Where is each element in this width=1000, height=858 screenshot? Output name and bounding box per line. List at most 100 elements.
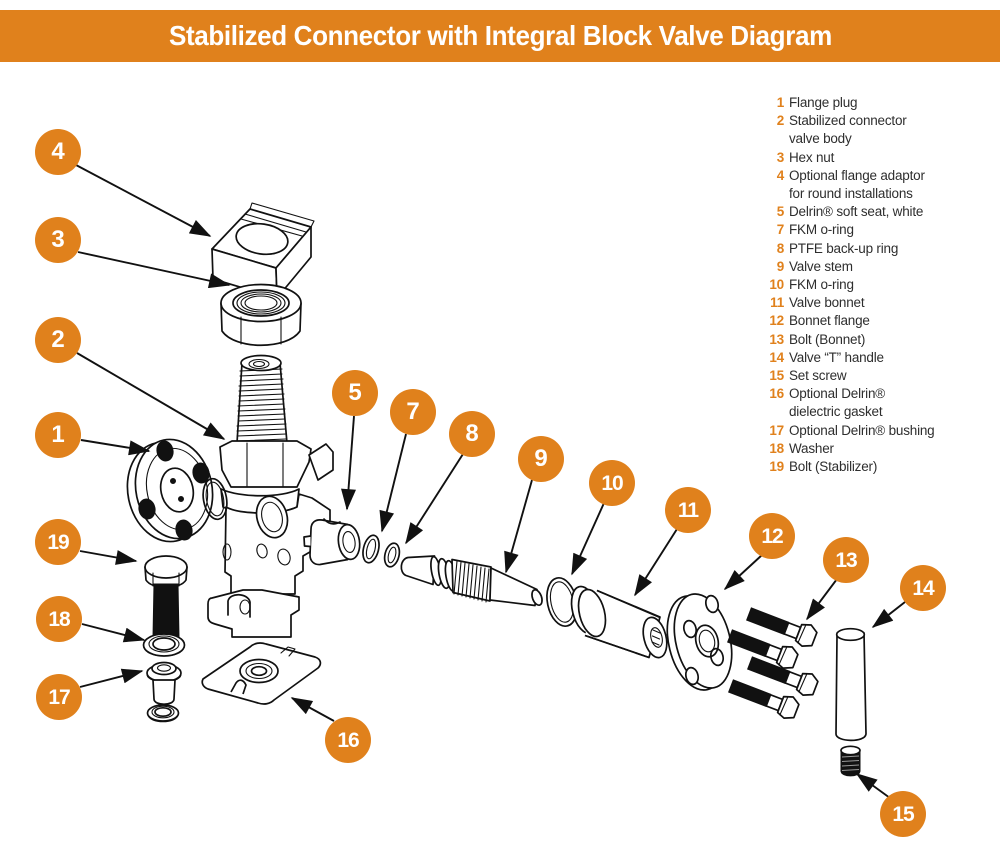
legend-number: 15 <box>769 368 784 384</box>
legend-item: 18 Washer <box>766 440 992 458</box>
part-soft-seat <box>303 518 361 566</box>
legend-label: Optional Delrin® dielectric gasket <box>789 386 886 420</box>
callout-2: 2 <box>35 317 81 363</box>
legend-number: 3 <box>776 149 785 165</box>
title-bar: Stabilized Connector with Integral Block… <box>0 10 1000 62</box>
part-washer-top <box>142 633 186 657</box>
part-t-handle <box>835 627 867 742</box>
callout-4: 4 <box>35 129 81 175</box>
leader-2 <box>76 352 226 440</box>
legend-number: 19 <box>769 459 784 475</box>
leader-10 <box>571 502 605 576</box>
legend-number: 7 <box>776 222 785 238</box>
leader-5 <box>341 415 356 511</box>
part-dielectric-gasket <box>201 642 322 705</box>
legend-number: 10 <box>769 277 784 293</box>
legend-item: 10 FKM o-ring <box>766 276 992 294</box>
legend-label: Stabilized connector valve body <box>789 113 907 147</box>
callout-14: 14 <box>900 565 946 611</box>
legend-label: Valve stem <box>789 258 853 274</box>
legend-label: Delrin® soft seat, white <box>789 204 924 220</box>
legend-label: Optional flange adaptor for round instal… <box>789 167 925 202</box>
legend-number: 16 <box>769 386 784 402</box>
leader-16 <box>290 697 335 722</box>
part-backup-ring <box>383 542 401 568</box>
legend-number: 14 <box>769 349 784 365</box>
leader-1 <box>80 439 151 456</box>
part-flange-plug <box>126 438 228 543</box>
callout-7: 7 <box>390 389 436 435</box>
legend-item: 15 Set screw <box>766 367 992 385</box>
leader-18 <box>81 623 146 643</box>
callout-9: 9 <box>518 436 564 482</box>
bonnet-bolt <box>746 607 818 647</box>
leader-4 <box>75 164 212 237</box>
legend-label: Bonnet flange <box>789 313 870 329</box>
leader-3 <box>77 251 231 289</box>
legend-label: Valve “T” handle <box>789 349 884 365</box>
leader-lines <box>75 164 906 799</box>
leader-17 <box>79 668 144 688</box>
legend-label: FKM o-ring <box>789 277 854 293</box>
legend-label: Bolt (Stabilizer) <box>789 459 878 475</box>
legend-label: Bolt (Bonnet) <box>789 331 866 347</box>
callout-12: 12 <box>749 513 795 559</box>
part-stabilizer-bolt <box>144 555 188 645</box>
callout-15: 15 <box>880 791 926 837</box>
legend-number: 11 <box>770 295 784 311</box>
legend-number: 13 <box>769 331 784 347</box>
part-valve-bonnet <box>570 585 668 659</box>
callout-16: 16 <box>325 717 371 763</box>
callout-13: 13 <box>823 537 869 583</box>
leader-9 <box>504 479 533 574</box>
legend-number: 9 <box>776 258 785 274</box>
callout-10: 10 <box>589 460 635 506</box>
leader-7 <box>379 433 407 533</box>
callout-8: 8 <box>449 411 495 457</box>
leader-11 <box>634 528 678 597</box>
legend-number: 5 <box>776 204 785 220</box>
part-valve-body <box>207 354 334 638</box>
legend-label: Flange plug <box>789 95 858 110</box>
legend-label: FKM o-ring <box>789 222 854 238</box>
callout-18: 18 <box>36 596 82 642</box>
legend-item: 19 Bolt (Stabilizer) <box>766 458 992 476</box>
legend-number: 18 <box>769 440 784 456</box>
leader-14 <box>871 601 906 628</box>
part-delrin-bushing <box>146 661 182 723</box>
legend-label: Hex nut <box>789 149 835 165</box>
part-set-screw <box>840 745 861 777</box>
part-bonnet-bolts <box>727 607 819 719</box>
leader-15 <box>855 773 891 799</box>
bonnet-bolt <box>747 656 819 696</box>
callout-11: 11 <box>665 487 711 533</box>
legend-item: 13 Bolt (Bonnet) <box>766 331 992 349</box>
legend-label: Set screw <box>789 368 847 384</box>
legend-item: 14 Valve “T” handle <box>766 349 992 367</box>
callout-5: 5 <box>332 370 378 416</box>
legend-label: Valve bonnet <box>789 295 865 311</box>
callout-19: 19 <box>35 519 81 565</box>
callout-1: 1 <box>35 412 81 458</box>
legend-item: 11 Valve bonnet <box>766 294 992 312</box>
leader-12 <box>723 554 763 591</box>
part-o-ring-small <box>362 534 380 564</box>
leader-8 <box>405 453 464 545</box>
legend-label: PTFE back-up ring <box>789 240 899 256</box>
bonnet-bolt <box>727 629 799 669</box>
legend-label: Washer <box>789 440 834 456</box>
legend-item: 16 Optional Delrin® dielectric gasket <box>766 385 992 421</box>
callout-3: 3 <box>35 217 81 263</box>
part-valve-stem <box>400 555 543 607</box>
